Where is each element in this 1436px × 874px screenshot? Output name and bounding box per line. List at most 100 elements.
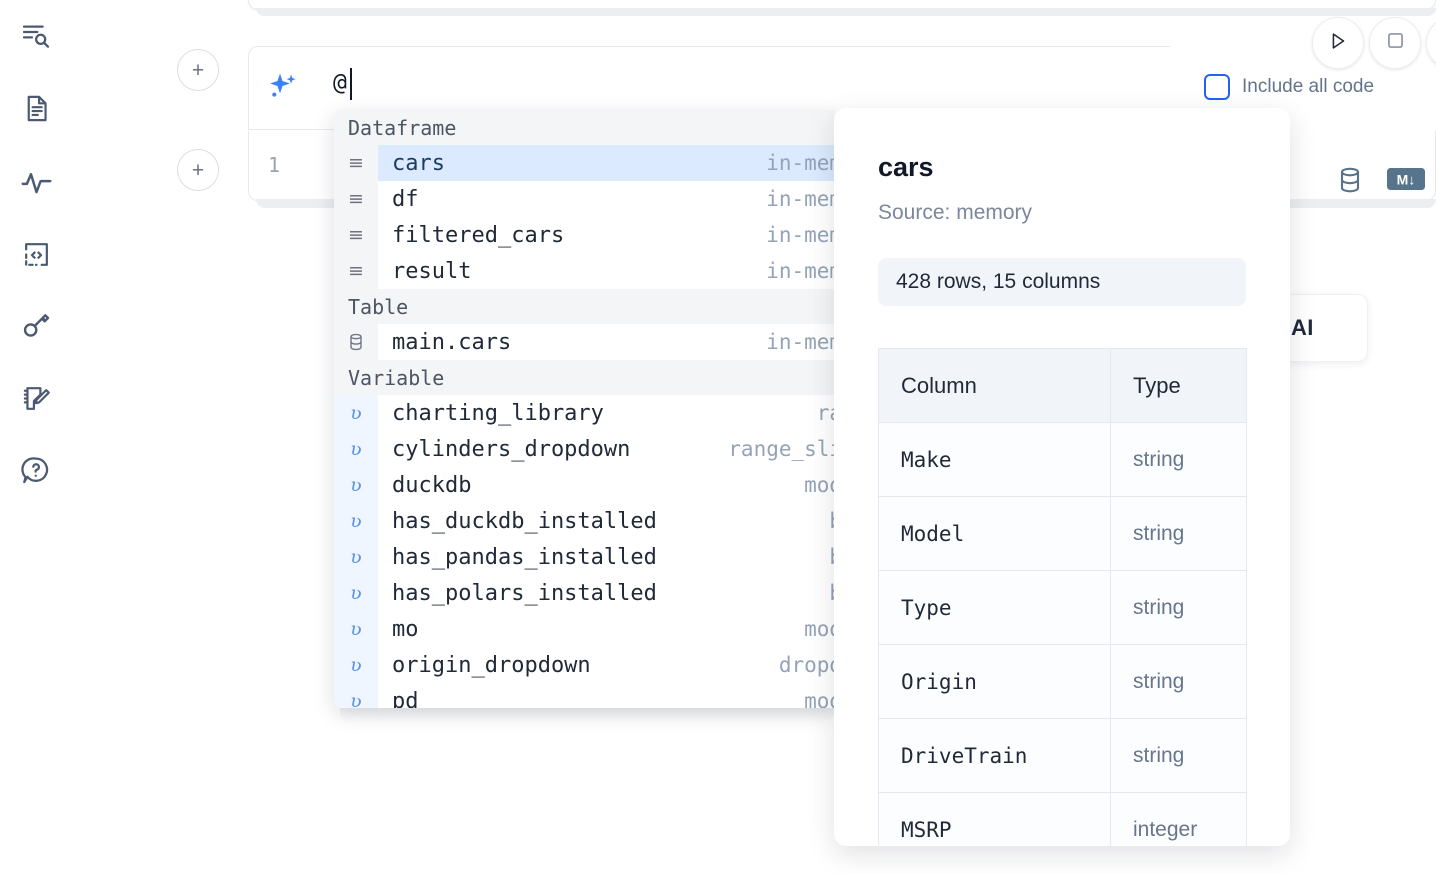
autocomplete-item-name: mo — [392, 616, 419, 642]
sidebar-item-notebook[interactable] — [14, 86, 58, 130]
autocomplete-item-name: main.cars — [392, 329, 512, 355]
schema-column-name: MSRP — [878, 792, 1111, 846]
dataframe-icon: ≡ — [334, 181, 378, 217]
plus-icon: + — [191, 158, 205, 182]
autocomplete-item[interactable]: main.cars in-memory — [334, 324, 834, 360]
key-icon — [20, 310, 52, 342]
document-icon — [21, 93, 52, 124]
autocomplete-item-name: filtered_cars — [392, 222, 565, 248]
generate-with-ai-label: AI — [1291, 315, 1314, 340]
autocomplete-item-kind: module — [804, 473, 834, 497]
dataframe-icon: ≡ — [334, 217, 378, 253]
variable-icon: ʋ — [334, 431, 378, 467]
autocomplete-item-name: duckdb — [392, 472, 472, 498]
autocomplete-section-header: Dataframe — [334, 110, 834, 145]
autocomplete-item-kind: range_slider — [728, 437, 834, 461]
autocomplete-item-name: has_pandas_installed — [392, 544, 657, 570]
previous-cell-shadow — [256, 8, 1436, 16]
autocomplete-item-kind: in-memory — [766, 187, 834, 211]
stop-button[interactable] — [1369, 17, 1421, 69]
include-all-code-row[interactable]: Include all code — [1204, 74, 1374, 100]
help-chat-icon — [20, 454, 52, 486]
schema-column-type: string — [1110, 496, 1247, 571]
include-all-code-label: Include all code — [1242, 76, 1375, 97]
doc-source: Source: memory — [878, 201, 1033, 224]
more-options-button[interactable] — [1426, 17, 1436, 69]
column-header: Column — [878, 348, 1111, 423]
autocomplete-item-name: pd — [392, 688, 419, 709]
include-all-code-checkbox[interactable] — [1204, 74, 1230, 100]
autocomplete-item-kind: bool — [805, 509, 834, 533]
autocomplete-section-header: Table — [334, 289, 834, 324]
autocomplete-item-name: cars — [392, 150, 445, 176]
schema-column-name: Model — [878, 496, 1111, 571]
play-icon — [1327, 30, 1349, 57]
autocomplete-item-name: origin_dropdown — [392, 652, 591, 678]
autocomplete-item-kind: radio — [816, 401, 834, 425]
run-button[interactable] — [1312, 17, 1364, 69]
doc-shape-badge: 428 rows, 15 columns — [878, 258, 1246, 306]
variable-icon: ʋ — [334, 467, 378, 503]
autocomplete-item-kind: in-memory — [766, 330, 834, 354]
sidebar-item-secrets[interactable] — [14, 304, 58, 348]
autocomplete-item-kind: in-memory — [766, 259, 834, 283]
autocomplete-item[interactable]: ʋ has_pandas_installed bool — [334, 539, 834, 575]
scratchpad-edit-icon — [21, 383, 52, 414]
table-header-row: Column Type — [878, 348, 1247, 423]
autocomplete-item[interactable]: ≡ result in-memory — [334, 253, 834, 289]
autocomplete-section-header: Variable — [334, 360, 834, 395]
schema-column-type: string — [1110, 570, 1247, 645]
dataframe-icon: ≡ — [334, 253, 378, 289]
schema-column-type: string — [1110, 644, 1247, 719]
sidebar-rail — [0, 0, 72, 874]
schema-column-type: string — [1110, 422, 1247, 497]
schema-column-type: integer — [1110, 792, 1247, 846]
autocomplete-item-kind: in-memory — [766, 151, 834, 175]
sidebar-item-snippets[interactable] — [14, 232, 58, 276]
sidebar-item-help[interactable] — [14, 448, 58, 492]
ai-prompt-input[interactable]: @ — [333, 70, 347, 96]
line-number: 1 — [268, 153, 281, 177]
database-icon[interactable] — [1332, 162, 1368, 198]
documentation-panel: cars Source: memory 428 rows, 15 columns… — [834, 108, 1290, 846]
variable-icon: ʋ — [334, 539, 378, 575]
schema-column-type: string — [1110, 718, 1247, 793]
markdown-icon[interactable]: M↓ — [1386, 164, 1426, 194]
add-cell-button-top[interactable]: + — [177, 49, 219, 91]
sidebar-item-explore[interactable] — [14, 14, 58, 58]
autocomplete-item-kind: bool — [805, 545, 834, 569]
code-snippet-icon — [21, 239, 52, 270]
sidebar-item-scratchpad[interactable] — [14, 376, 58, 420]
sidebar-item-activity[interactable] — [14, 160, 58, 204]
stop-square-icon — [1385, 30, 1406, 56]
variable-icon: ʋ — [334, 503, 378, 539]
autocomplete-item-name: result — [392, 258, 472, 284]
autocomplete-item-kind: bool — [805, 581, 834, 605]
doc-title: cars — [878, 152, 934, 182]
add-cell-button-bottom[interactable]: + — [177, 149, 219, 191]
autocomplete-item[interactable]: ʋmomodule — [334, 611, 834, 647]
plus-icon: + — [191, 58, 205, 82]
autocomplete-item[interactable]: ʋpdmodule — [334, 683, 834, 708]
autocomplete-dropdown[interactable]: Dataframe≡carsin-memory≡dfin-memory≡filt… — [334, 110, 834, 708]
variable-icon: ʋ — [334, 647, 378, 683]
autocomplete-item-name: has_polars_installed — [392, 580, 657, 606]
activity-pulse-icon — [20, 166, 53, 199]
